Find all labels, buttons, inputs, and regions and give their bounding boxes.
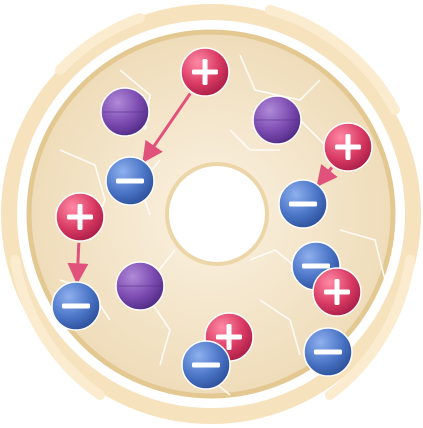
- positive-particle-pos-4: [313, 268, 361, 316]
- plus-icon: [335, 279, 340, 305]
- minus-icon: [289, 202, 317, 207]
- negative-particle-neg-3: [52, 282, 100, 330]
- plus-icon: [346, 134, 351, 160]
- minus-icon: [62, 304, 90, 309]
- positive-particle-pos-1: [181, 48, 229, 96]
- minus-icon: [314, 350, 342, 355]
- minus-icon: [302, 264, 330, 269]
- attraction-arrow-3: [77, 243, 79, 278]
- center-hole: [167, 164, 267, 264]
- plus-icon: [203, 59, 208, 85]
- positive-particle-pos-3: [56, 193, 104, 241]
- negative-particle-neg-5: [182, 341, 230, 389]
- minus-icon: [116, 179, 144, 184]
- plus-icon: [78, 204, 83, 230]
- neutral-particle-neu-3: [116, 262, 164, 310]
- negative-particle-neg-2: [279, 180, 327, 228]
- plus-icon: [227, 324, 232, 350]
- neutral-particle-neu-1: [101, 88, 149, 136]
- negative-particle-neg-1: [106, 157, 154, 205]
- minus-icon: [192, 363, 220, 368]
- neutral-particle-neu-2: [253, 96, 301, 144]
- negative-particle-neg-6: [304, 328, 352, 376]
- positive-particle-pos-2: [324, 123, 372, 171]
